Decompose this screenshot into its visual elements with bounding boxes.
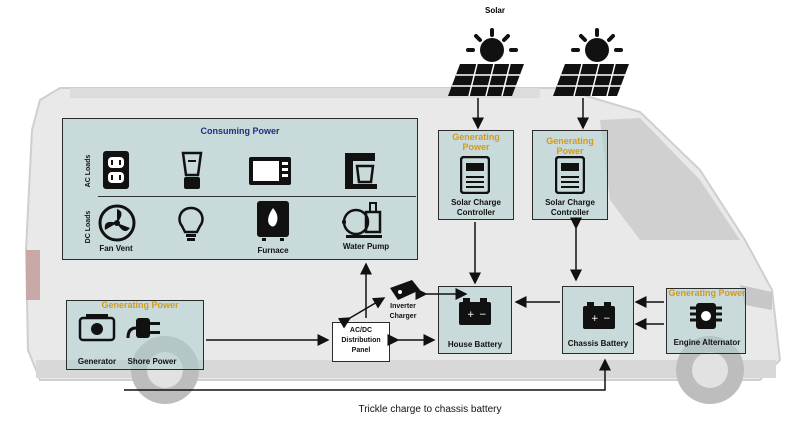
fan-vent-label: Fan Vent: [99, 244, 133, 253]
svg-text:+: +: [467, 310, 475, 320]
svg-text:+: +: [591, 314, 599, 324]
microwave-icon: [249, 157, 291, 185]
shore-power-label: Shore Power: [127, 357, 177, 366]
outlet-icon: [103, 151, 129, 189]
water-pump-label: Water Pump: [342, 242, 390, 251]
solar-charge-controller-label: Solar Charge Controller: [545, 198, 595, 217]
house-battery-label: House Battery: [447, 340, 503, 349]
chassis-battery-label: Chassis Battery: [567, 339, 629, 348]
solar-label: Solar: [484, 6, 505, 15]
generating-power-heading: Generating Power: [546, 136, 594, 156]
solar-panel-icon: [553, 28, 629, 97]
svg-text:−: −: [479, 310, 487, 320]
generating-power-heading: Generating Power: [452, 132, 500, 152]
loads-divider: [98, 196, 416, 197]
coffee-maker-icon: [345, 153, 377, 189]
generating-power-heading: Generating Power: [668, 288, 746, 298]
battery-icon: + −: [459, 298, 491, 325]
charge-controller-icon: [555, 156, 585, 194]
solar-charge-controller-label: Solar Charge Controller: [451, 198, 501, 217]
inverter-icon: [390, 280, 420, 300]
furnace-label: Furnace: [257, 246, 289, 255]
water-pump-icon: [342, 202, 382, 238]
inverter-charger-label: Inverter Charger: [389, 303, 417, 320]
light-bulb-icon: [178, 206, 204, 241]
trickle-charge-caption: Trickle charge to chassis battery: [358, 404, 502, 415]
battery-icon: + −: [583, 302, 615, 329]
generating-power-heading: Generating Power: [101, 300, 179, 310]
svg-text:−: −: [603, 314, 611, 324]
fan-icon: [98, 204, 136, 242]
solar-controller-box-1: [438, 130, 514, 220]
consuming-power-title: Consuming Power: [200, 126, 280, 136]
shore-power-plug-icon: [126, 318, 160, 339]
solar-panel-icon: [448, 28, 524, 97]
blender-icon: [181, 151, 203, 189]
alternator-icon: [690, 303, 722, 329]
charge-controller-icon: [460, 156, 490, 194]
generator-icon: [78, 314, 116, 342]
generating-power-box-left: [66, 300, 204, 370]
generator-label: Generator: [77, 357, 117, 366]
solar-controller-box-2: [532, 130, 608, 220]
distribution-panel-label: AC/DC Distribution Panel: [341, 327, 381, 354]
engine-alternator-label: Engine Alternator: [673, 338, 741, 347]
furnace-icon: [257, 201, 289, 241]
